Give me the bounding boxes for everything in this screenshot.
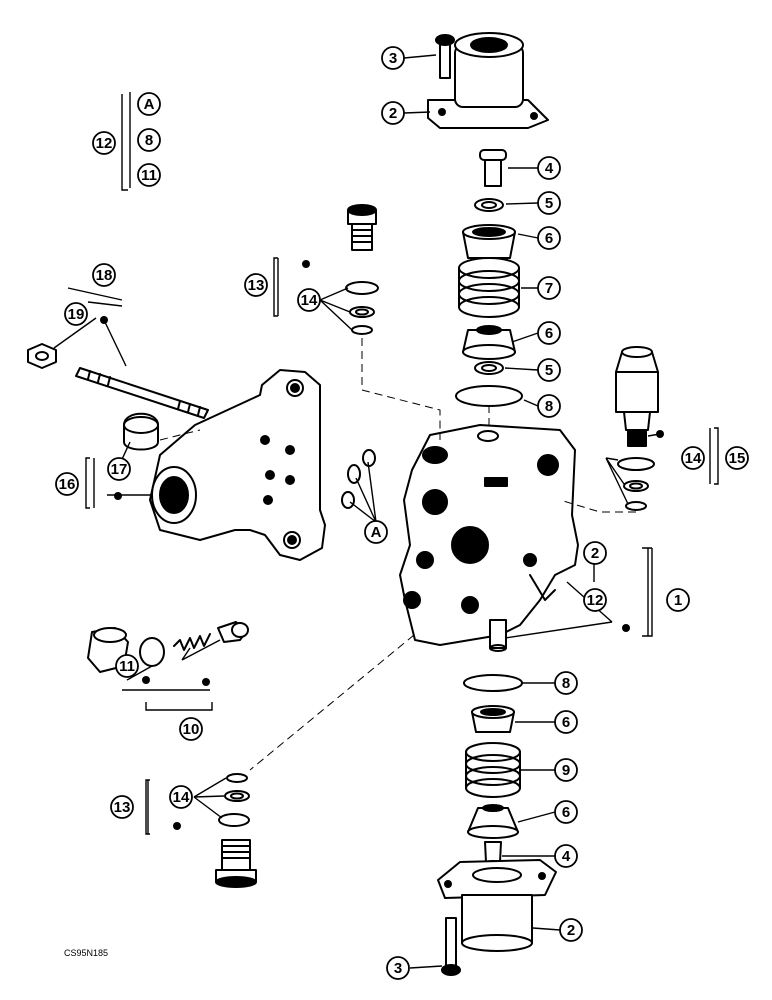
reference-dots bbox=[100, 260, 664, 830]
callout-4-bottom: 4 bbox=[562, 848, 571, 865]
callout-6-bottom-2: 6 bbox=[562, 804, 570, 821]
callout-1: 1 bbox=[674, 592, 682, 609]
lower-plug-part bbox=[215, 839, 257, 888]
callout-6-mid: 6 bbox=[545, 325, 553, 342]
bracket-lines bbox=[67, 94, 719, 835]
bottom-oring-part bbox=[463, 674, 523, 692]
callout-11: 11 bbox=[119, 658, 135, 675]
callout-2-mid: 2 bbox=[591, 545, 599, 562]
poppet-part bbox=[217, 621, 249, 643]
callout-8-bottom: 8 bbox=[562, 675, 570, 692]
lower-left-oring-part bbox=[139, 637, 165, 667]
callout-8-top: 8 bbox=[545, 398, 553, 415]
callout-5-top: 5 bbox=[545, 195, 553, 212]
callout-labels: 3 2 A 8 11 12 4 5 6 7 6 5 8 13 14 18 19 … bbox=[59, 50, 746, 977]
callout-6-bottom-1: 6 bbox=[562, 714, 570, 731]
callout-13-top: 13 bbox=[248, 277, 265, 294]
upper-spring-part bbox=[458, 257, 520, 318]
assembly-guide-lines bbox=[159, 338, 636, 771]
callout-10: 10 bbox=[183, 721, 200, 738]
callout-A: A bbox=[371, 524, 382, 541]
callout-markers bbox=[55, 46, 749, 980]
callout-6-top: 6 bbox=[545, 230, 553, 247]
callout-12-A: A bbox=[144, 96, 155, 113]
callout-13-bottom: 13 bbox=[114, 799, 131, 816]
tie-rod-part bbox=[75, 367, 209, 419]
small-plug-part bbox=[123, 412, 159, 451]
end-cover-part bbox=[149, 369, 326, 561]
lower-spring-part bbox=[465, 742, 521, 798]
leader-lines bbox=[53, 54, 711, 969]
small-spring-part bbox=[173, 633, 211, 651]
bottom-upper-seat-part bbox=[471, 705, 515, 733]
relief-valve-part bbox=[615, 346, 659, 447]
upper-seal-set bbox=[345, 281, 379, 335]
callout-2-top: 2 bbox=[389, 105, 397, 122]
callout-19: 19 bbox=[68, 306, 85, 323]
mid-washer-part bbox=[474, 361, 504, 375]
callout-4-top: 4 bbox=[545, 160, 554, 177]
callout-3-top: 3 bbox=[389, 50, 397, 67]
callout-15: 15 bbox=[729, 450, 746, 467]
callout-5-mid: 5 bbox=[545, 362, 553, 379]
valve-body-part bbox=[399, 424, 579, 652]
bottom-bolt-part bbox=[441, 917, 461, 976]
callout-16: 16 bbox=[59, 476, 76, 493]
top-seat-part bbox=[462, 224, 516, 259]
figure-code-label: CS95N185 bbox=[64, 948, 109, 958]
callout-14-top: 14 bbox=[301, 292, 318, 309]
lower-seal-set bbox=[218, 773, 250, 827]
callout-14-right: 14 bbox=[685, 450, 702, 467]
callout-14-bottom: 14 bbox=[173, 789, 190, 806]
upper-plug-part bbox=[347, 204, 377, 251]
callout-12: 12 bbox=[96, 135, 113, 152]
bottom-cover-part bbox=[437, 859, 557, 952]
bottom-lower-seat-part bbox=[467, 804, 519, 839]
callout-12-11: 11 bbox=[141, 167, 157, 184]
right-seal-set bbox=[617, 457, 655, 511]
top-washer-part bbox=[474, 198, 504, 212]
callout-3-bottom: 3 bbox=[394, 960, 402, 977]
callout-2-bottom: 2 bbox=[567, 922, 575, 939]
mid-seat-part bbox=[462, 325, 516, 360]
callout-18: 18 bbox=[96, 267, 113, 284]
top-cover-part bbox=[427, 32, 549, 129]
top-bolt-part bbox=[435, 34, 455, 79]
callout-12-8: 8 bbox=[145, 132, 153, 149]
callout-17: 17 bbox=[111, 461, 128, 478]
top-oring-part bbox=[455, 385, 523, 407]
hex-nut-part bbox=[27, 343, 57, 369]
top-pin-part bbox=[479, 149, 507, 187]
callout-12-mid: 12 bbox=[587, 592, 604, 609]
callout-9: 9 bbox=[562, 762, 570, 779]
callout-7: 7 bbox=[545, 280, 553, 297]
